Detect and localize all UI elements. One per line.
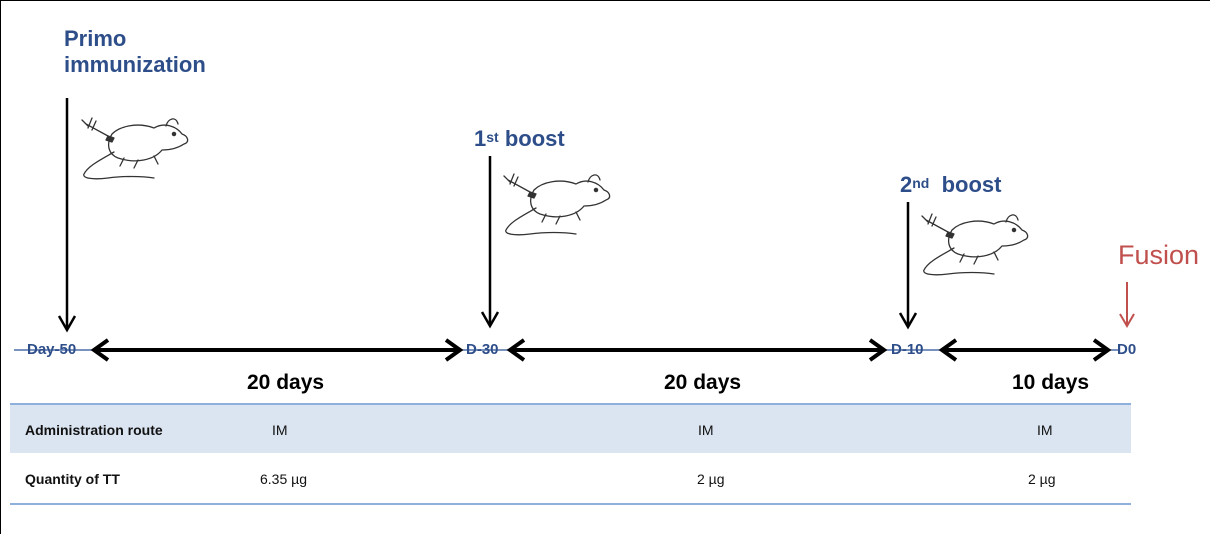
day-label-day-50: Day-50 <box>27 341 77 358</box>
first-boost-suffix: st <box>486 129 499 145</box>
second-boost-label: 2nd boost <box>900 172 1001 198</box>
boost1-arrowhead <box>480 311 500 329</box>
table-cell-quantity-2: 2 µg <box>697 471 725 487</box>
interval-arrow-1-left-head <box>90 338 110 362</box>
second-boost-word: boost <box>941 172 1002 197</box>
fusion-arrowhead <box>1119 313 1135 328</box>
table-cell-route-2: IM <box>698 422 714 438</box>
primo-immunization-label: Primo immunization <box>64 26 206 77</box>
duration-label-3: 10 days <box>1012 371 1090 394</box>
first-boost-number: 1 <box>474 126 487 151</box>
second-boost-number: 2 <box>900 172 913 197</box>
first-boost-label: 1st boost <box>474 126 565 152</box>
table-cell-quantity-1: 6.35 µg <box>260 471 307 487</box>
table-row-label-quantity: Quantity of TT <box>25 471 120 487</box>
duration-label-2: 20 days <box>664 371 742 394</box>
primo-arrowhead <box>57 315 77 333</box>
table-top-rule <box>10 403 1131 405</box>
table-bottom-rule <box>10 503 1131 505</box>
interval-arrow-2-left-head <box>506 338 526 362</box>
syringe-mouse-icon <box>503 173 611 236</box>
table-row-band <box>10 405 1131 453</box>
duration-label-1: 20 days <box>247 371 325 394</box>
table-row-label-route: Administration route <box>25 422 163 438</box>
interval-arrow-1-right-head <box>444 338 464 362</box>
syringe-mouse-icon <box>921 213 1029 276</box>
day-label-d-30: D-30 <box>466 341 499 358</box>
table-cell-route-3: IM <box>1037 422 1053 438</box>
table-cell-route-1: IM <box>272 422 288 438</box>
interval-arrow-3-left-head <box>938 338 958 362</box>
table-cell-quantity-3: 2 µg <box>1028 471 1056 487</box>
second-boost-suffix: nd <box>912 175 930 191</box>
interval-arrow-3-right-head <box>1092 338 1112 362</box>
boost2-arrowhead <box>898 312 918 330</box>
syringe-mouse-icon <box>81 117 189 180</box>
interval-arrow-2-right-head <box>868 338 888 362</box>
first-boost-word: boost <box>504 126 565 151</box>
day-label-d-10: D-10 <box>891 341 924 358</box>
fusion-label: Fusion <box>1118 240 1200 270</box>
day-label-d0: D0 <box>1117 341 1137 358</box>
